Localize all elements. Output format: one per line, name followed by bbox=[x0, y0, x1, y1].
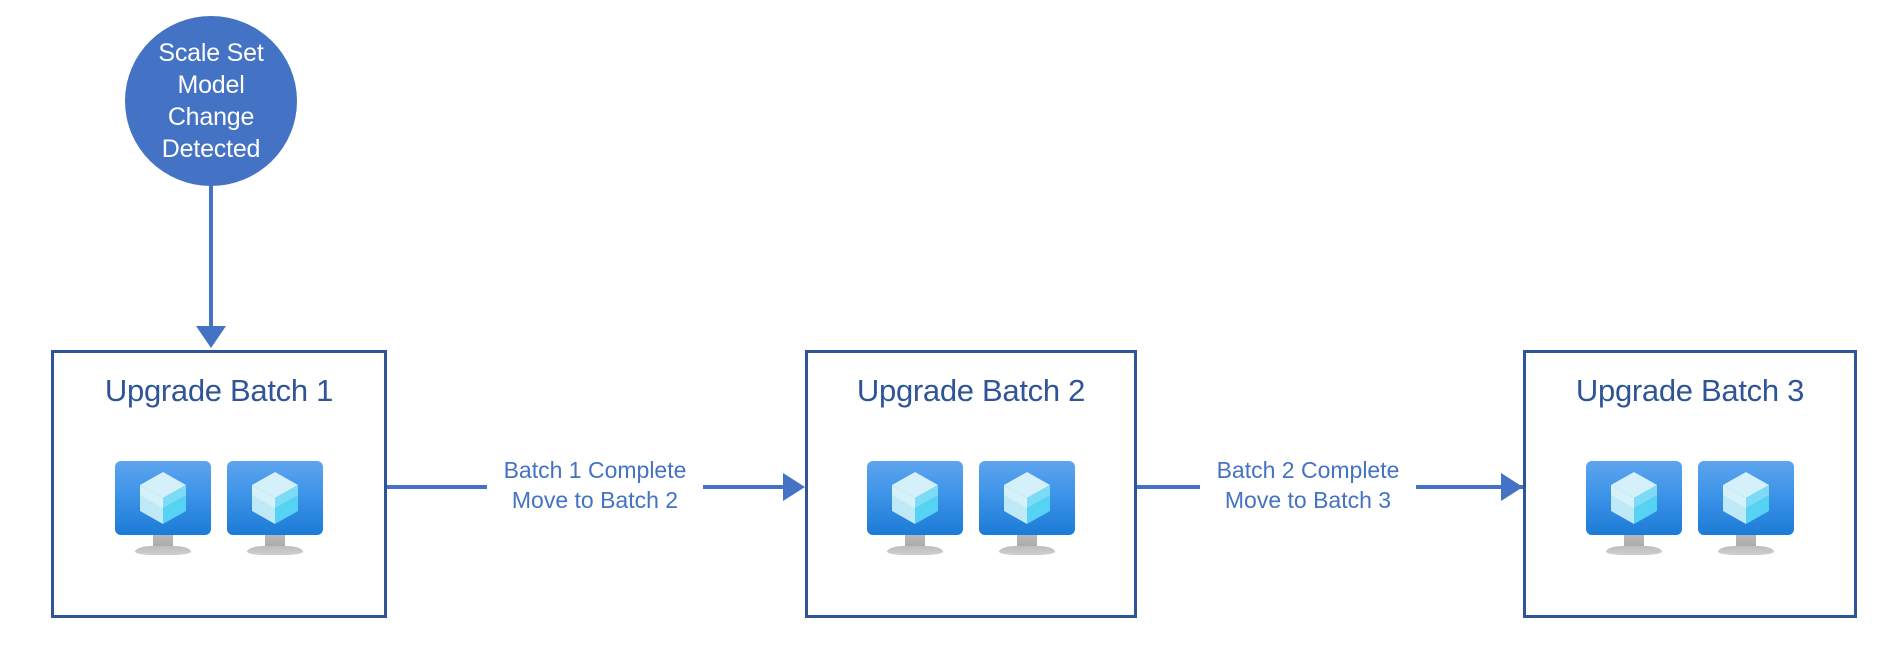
trigger-line-2: Model bbox=[177, 71, 245, 99]
vm-monitor-icon[interactable] bbox=[227, 461, 323, 555]
vm-neck bbox=[1624, 535, 1644, 549]
connector-label-line-2: Move to Batch 2 bbox=[511, 487, 679, 513]
connector-label: Batch 2 Complete Move to Batch 3 bbox=[1200, 455, 1416, 515]
connector-label-line-1: Batch 1 Complete bbox=[503, 457, 687, 483]
vm-monitor-icon[interactable] bbox=[1698, 461, 1794, 555]
connector-label: Batch 1 Complete Move to Batch 2 bbox=[487, 455, 703, 515]
vm-base bbox=[247, 546, 303, 555]
vm-stand bbox=[887, 535, 943, 555]
batch-title: Upgrade Batch 2 bbox=[856, 373, 1086, 408]
connector-line-vertical bbox=[209, 182, 213, 327]
vm-row bbox=[1526, 461, 1854, 555]
cube-icon bbox=[252, 472, 298, 524]
vm-base bbox=[135, 546, 191, 555]
vm-monitor-icon[interactable] bbox=[115, 461, 211, 555]
batch-box-upgrade-batch-3[interactable]: Upgrade Batch 3 bbox=[1523, 350, 1857, 618]
vm-stand bbox=[1606, 535, 1662, 555]
vm-stand bbox=[135, 535, 191, 555]
connector-label-line-1: Batch 2 Complete bbox=[1216, 457, 1400, 483]
cube-icon bbox=[1723, 472, 1769, 524]
cube-icon bbox=[140, 472, 186, 524]
vm-neck bbox=[1017, 535, 1037, 549]
vm-neck bbox=[1736, 535, 1756, 549]
vm-stand bbox=[999, 535, 1055, 555]
batch-box-upgrade-batch-2[interactable]: Upgrade Batch 2 bbox=[805, 350, 1137, 618]
vm-neck bbox=[153, 535, 173, 549]
trigger-node-scale-set-model-change[interactable]: Scale Set Model Change Detected bbox=[125, 16, 297, 186]
arrowhead-down-icon bbox=[196, 326, 226, 348]
vm-monitor-icon[interactable] bbox=[1586, 461, 1682, 555]
arrowhead-right-icon bbox=[1501, 473, 1523, 501]
vm-stand bbox=[1718, 535, 1774, 555]
cube-icon bbox=[892, 472, 938, 524]
vm-neck bbox=[265, 535, 285, 549]
connector-label-line-2: Move to Batch 3 bbox=[1224, 487, 1392, 513]
vm-monitor-icon[interactable] bbox=[867, 461, 963, 555]
trigger-line-3: Change bbox=[167, 103, 255, 131]
vm-row bbox=[54, 461, 384, 555]
arrowhead-right-icon bbox=[783, 473, 805, 501]
vm-base bbox=[1718, 546, 1774, 555]
cube-icon bbox=[1004, 472, 1050, 524]
trigger-line-1: Scale Set bbox=[158, 39, 264, 67]
vm-base bbox=[1606, 546, 1662, 555]
vm-stand bbox=[247, 535, 303, 555]
vm-row bbox=[808, 461, 1134, 555]
batch-title: Upgrade Batch 1 bbox=[104, 373, 334, 408]
vm-base bbox=[887, 546, 943, 555]
batch-title: Upgrade Batch 3 bbox=[1575, 373, 1805, 408]
vm-neck bbox=[905, 535, 925, 549]
cube-icon bbox=[1611, 472, 1657, 524]
vm-monitor-icon[interactable] bbox=[979, 461, 1075, 555]
vm-base bbox=[999, 546, 1055, 555]
batch-box-upgrade-batch-1[interactable]: Upgrade Batch 1 bbox=[51, 350, 387, 618]
trigger-line-4: Detected bbox=[161, 135, 261, 163]
